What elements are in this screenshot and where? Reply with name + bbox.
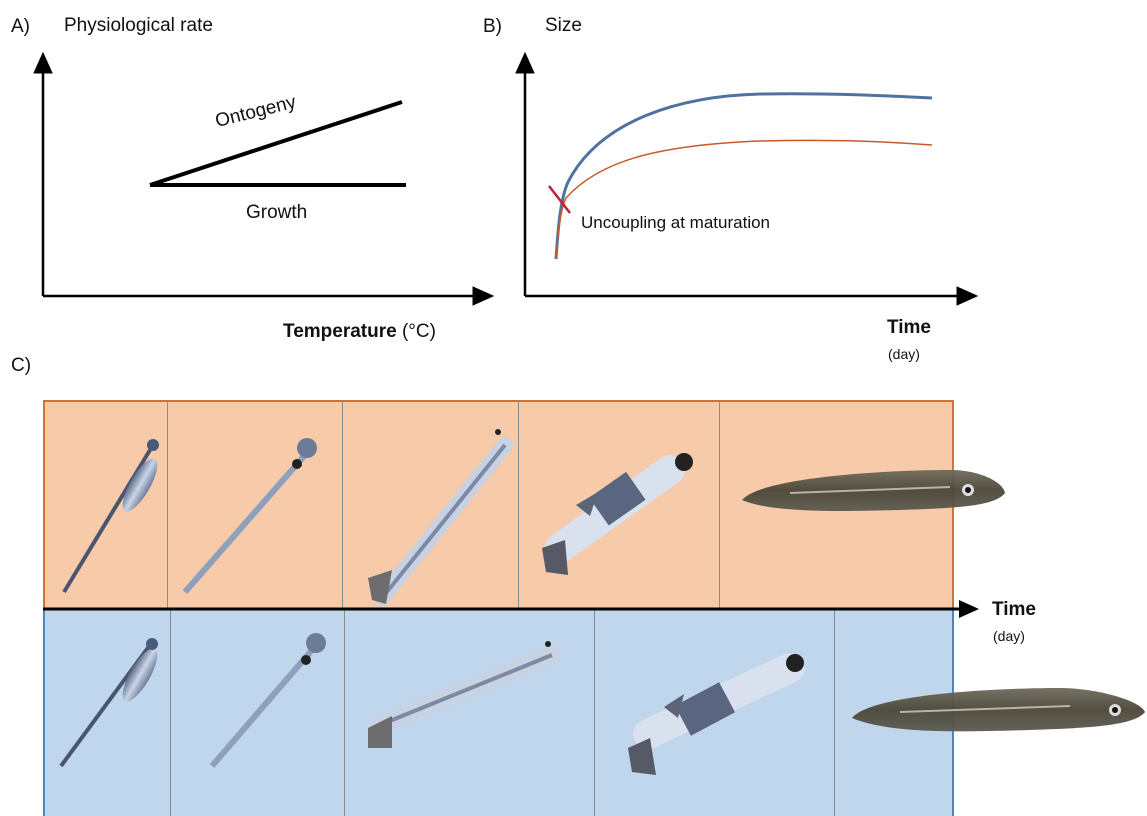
warm-row-larvae — [62, 429, 1005, 606]
panel-a-axes — [33, 51, 495, 306]
larva-stage-4 — [542, 453, 693, 575]
stage-divider — [518, 402, 519, 611]
panel-b-y-title: Size — [545, 15, 582, 36]
stage-divider — [344, 610, 345, 816]
stage-divider — [594, 610, 595, 816]
larva-stage-1 — [62, 439, 159, 594]
panel-b-axes — [515, 51, 979, 306]
x-arrowhead — [472, 286, 495, 306]
x-arrowhead — [956, 286, 979, 306]
panel-b-x-title: Time — [887, 317, 932, 338]
cold-row — [43, 610, 954, 816]
uncoupling-annotation: Uncoupling at maturation — [581, 213, 771, 232]
panel-c-axis-unit: (day) — [993, 628, 1025, 644]
panel-a-y-title: Physiological rate — [64, 15, 213, 36]
stage-divider — [170, 610, 171, 816]
adult-stage-5 — [742, 470, 1005, 511]
ontogeny-line — [149, 100, 403, 187]
larva-stage-3 — [368, 641, 561, 748]
panel-b-x-unit: (day) — [888, 346, 920, 362]
y-arrowhead — [515, 51, 535, 74]
larva-stage-2 — [182, 438, 317, 594]
larva-stage-1 — [59, 638, 158, 768]
cold-row-larvae — [59, 633, 1145, 775]
stage-divider — [719, 402, 720, 611]
larva-stage-3 — [368, 429, 513, 606]
panel-c-label: C) — [11, 355, 32, 376]
panel-c-axis-title: Time — [992, 599, 1037, 620]
stage-divider — [167, 402, 168, 611]
panel-a-x-title: Temperature (°C) — [283, 322, 436, 341]
stage-divider — [834, 610, 835, 816]
y-arrowhead — [33, 51, 53, 74]
growth-curve-orange — [555, 139, 933, 260]
growth-curve-blue — [554, 92, 933, 260]
growth-label: Growth — [246, 202, 308, 223]
larva-stage-2 — [209, 633, 326, 768]
larva-stage-4 — [628, 653, 805, 775]
stage-divider — [342, 402, 343, 611]
panel-a-x-title-unit: (°C) — [401, 321, 436, 342]
panel-b-label: B) — [483, 16, 502, 37]
panel-a-label: A) — [11, 16, 30, 37]
maturation-marker — [548, 185, 571, 214]
panel-a-x-title-bold: Temperature — [283, 321, 397, 342]
adult-stage-6 — [852, 688, 1145, 732]
time-arrowhead — [959, 600, 979, 618]
